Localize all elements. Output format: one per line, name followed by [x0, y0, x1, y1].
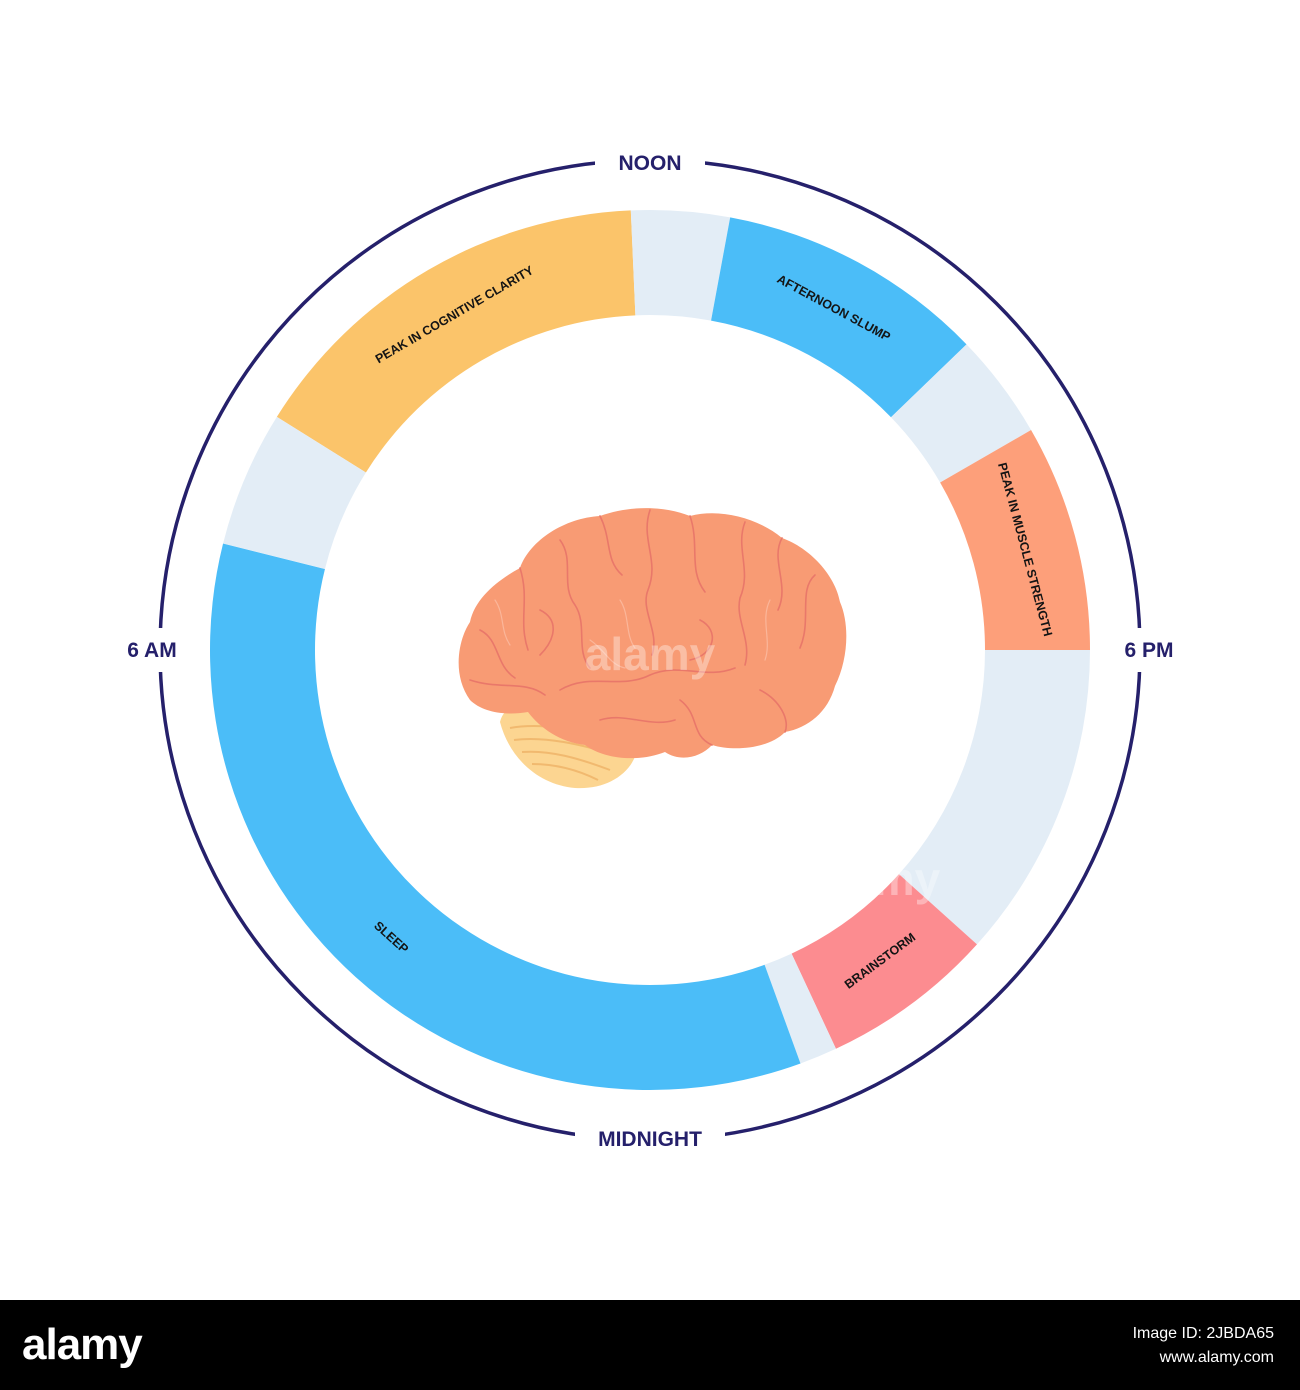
- watermark-footer: alamy Image ID: 2JBDA65 www.alamy.com: [0, 1300, 1300, 1390]
- label-gap-bottom: [575, 1120, 725, 1156]
- brain-folds-light: [494, 599, 771, 669]
- six-pm-label: 6 PM: [1124, 639, 1173, 662]
- alamy-logo: alamy: [22, 1320, 143, 1369]
- diagram-svg: NOON MIDNIGHT 6 AM 6 PM PEAK IN COGNITIV…: [112, 143, 1190, 1156]
- six-am-label: 6 AM: [127, 639, 176, 662]
- label-gap-left: [112, 628, 190, 672]
- segment-afternoon-slump: [711, 217, 967, 418]
- segment-brainstorm: [791, 874, 977, 1049]
- image-id-text: Image ID: 2JBDA65: [1132, 1325, 1274, 1342]
- watermark-center: alamy: [585, 628, 716, 680]
- circadian-diagram: NOON MIDNIGHT 6 AM 6 PM PEAK IN COGNITIV…: [112, 143, 1190, 1156]
- midnight-label: MIDNIGHT: [598, 1128, 702, 1151]
- segment-ring: [210, 210, 1090, 1090]
- segment-spacer-3: [890, 344, 1032, 483]
- segment-spacer-1: [630, 210, 731, 321]
- segment-spacer-9: [223, 416, 366, 569]
- segment-peak-in-muscle-strength: [940, 430, 1090, 650]
- label-gap-top: [595, 143, 705, 179]
- watermark-lower-right: alamy: [810, 853, 941, 905]
- brain-icon: [458, 508, 847, 789]
- brain-folds: [469, 509, 816, 746]
- site-url-text: www.alamy.com: [1159, 1349, 1274, 1366]
- label-gap-right: [1110, 628, 1190, 672]
- segment-spacer-5: [898, 650, 1090, 945]
- segment-spacer-7: [764, 953, 836, 1064]
- segment-sleep: [210, 543, 801, 1090]
- segment-peak-in-cognitive-clarity: [276, 210, 636, 473]
- footer-meta: Image ID: 2JBDA65 www.alamy.com: [1133, 1322, 1274, 1370]
- noon-label: NOON: [619, 152, 682, 175]
